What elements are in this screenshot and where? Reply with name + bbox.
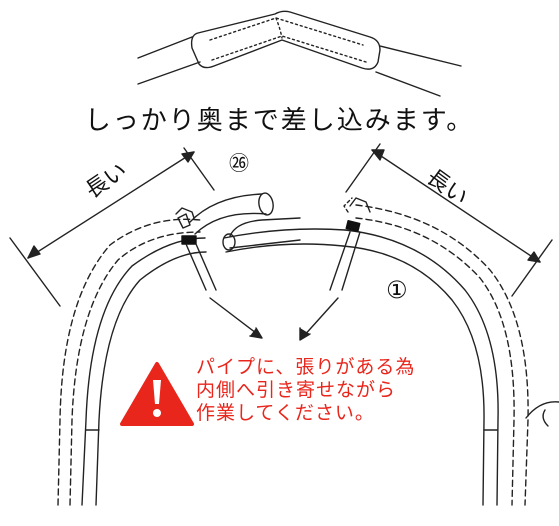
warning-triangle-icon [120,362,194,426]
strap-left [175,207,217,291]
length-arrow-right [345,143,553,297]
strap-right [329,197,371,291]
pipe-upper-right [379,45,462,67]
arch-frame [81,228,499,506]
pipe-lower-right [375,71,441,97]
arch-right-outer [344,229,499,506]
arch-top-outer [223,228,346,239]
pipe-lower-left [137,61,201,85]
arch-top-inner [225,243,344,253]
pipe-inserted-upper [229,217,301,237]
arch-left-inner [95,251,207,506]
pipe-26-end [258,192,274,216]
pull-arrows [209,297,339,341]
arch-right-inner [342,245,485,506]
pipe-inserted-lower [229,239,301,249]
part-edge-curve [525,401,559,419]
arch-dashed-inner [69,217,515,506]
length-arrow-left [9,147,215,307]
part-number-1: ① [386,276,408,304]
joint-sleeve [190,10,381,70]
pipe-26 [189,192,301,251]
warning-line-2: 内側へ引き寄せながら [196,379,397,401]
warning-line-3: 作業してください。 [196,402,375,424]
warning-line-1: パイプに、張りがある為 [196,356,416,378]
sleeve-seam [275,17,283,39]
pipe-inserted-end [222,233,236,251]
instruction-text: しっかり奥まで差し込みます。 [84,106,475,136]
pipe-upper-left [137,36,193,59]
part-edge-right [542,409,549,427]
joint-detail [137,10,462,97]
arch-left-outer [81,237,206,506]
strap-tape-left [181,235,197,245]
strap-tape-right [345,219,361,233]
part-number-26: ㉖ [229,151,249,175]
arch-dashed-outer [57,204,529,506]
warning-text: パイプに、張りがある為 内側へ引き寄せながら 作業してください。 [196,356,415,425]
sleeve-inner-lower [211,35,367,63]
